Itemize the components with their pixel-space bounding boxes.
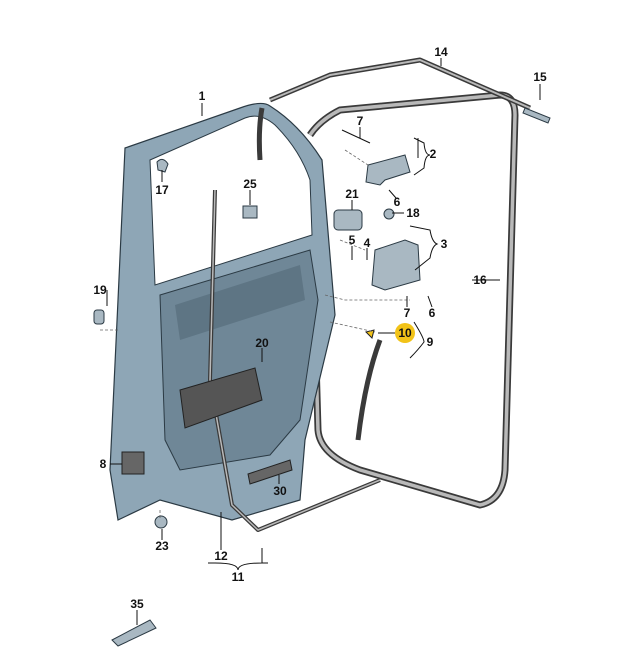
callout-30: 30 — [273, 484, 287, 498]
end-cap-15 — [522, 107, 551, 124]
callout-10: 10 — [398, 326, 412, 340]
plug-19 — [93, 309, 105, 325]
callout-6-lower: 6 — [429, 306, 436, 320]
stop-21 — [333, 209, 363, 231]
hinge-bracket-2 — [365, 154, 411, 186]
callout-7-lower: 7 — [404, 306, 411, 320]
vent-grille-8 — [121, 451, 145, 475]
callout-5: 5 — [349, 233, 356, 247]
callout-4: 4 — [364, 236, 371, 250]
clip-17 — [156, 158, 169, 173]
callout-7-upper: 7 — [357, 114, 364, 128]
callout-20: 20 — [255, 336, 269, 350]
callout-18: 18 — [406, 206, 420, 220]
door-seal-16 — [307, 91, 519, 509]
callout-16: 16 — [473, 273, 487, 287]
buffer-25 — [242, 205, 258, 219]
callout-23: 23 — [155, 539, 169, 553]
cap-18 — [383, 208, 395, 220]
plug-23 — [154, 515, 168, 529]
callout-25: 25 — [243, 177, 257, 191]
hinge-3 — [371, 239, 421, 291]
callout-14: 14 — [434, 45, 448, 59]
callout-9: 9 — [427, 335, 434, 349]
callout-19: 19 — [93, 283, 107, 297]
callout-21: 21 — [345, 187, 359, 201]
callout-6-upper: 6 — [394, 195, 401, 209]
callout-3: 3 — [441, 237, 448, 251]
callout-12: 12 — [214, 549, 228, 563]
callout-35: 35 — [130, 597, 144, 611]
callout-1: 1 — [199, 89, 206, 103]
callout-11: 11 — [232, 570, 245, 584]
sound-pad-20 — [179, 367, 263, 429]
callout-17: 17 — [155, 183, 169, 197]
highlight-marker — [395, 323, 415, 343]
sealant-tube-35 — [111, 619, 157, 647]
callout-8: 8 — [100, 457, 107, 471]
callout-2: 2 — [430, 147, 437, 161]
seal-strip-9 — [355, 339, 383, 441]
pad-30 — [247, 459, 293, 485]
callout-15: 15 — [533, 70, 547, 84]
